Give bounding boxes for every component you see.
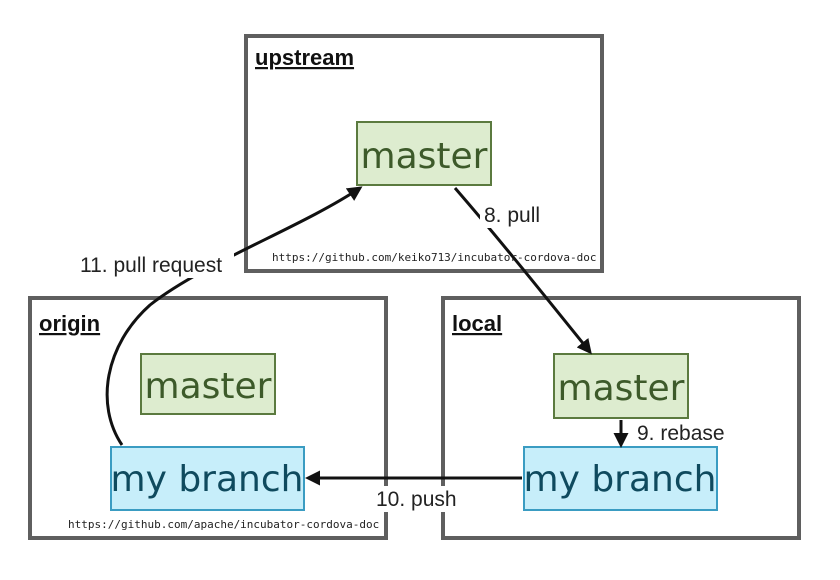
local-branch-label: my branch — [524, 459, 717, 500]
pull-label: 8. pull — [484, 204, 540, 227]
upstream-frame — [244, 34, 604, 273]
upstream-master-box — [356, 121, 492, 186]
local-frame — [441, 296, 801, 540]
origin-master-box — [140, 353, 276, 415]
local-master-label: master — [558, 368, 685, 409]
local-repo: local master my branch — [441, 296, 801, 540]
arrows — [105, 186, 629, 486]
pull-request-label-bg — [76, 252, 234, 278]
origin-repo: origin master my branch https://github.c… — [28, 296, 388, 540]
push-label-bg — [372, 486, 462, 512]
pull-request-label: 11. pull request — [80, 254, 222, 277]
origin-branch-label: my branch — [111, 459, 304, 500]
pull-arrow — [453, 187, 592, 355]
local-branch-box — [523, 446, 718, 511]
origin-master-label: master — [145, 366, 272, 407]
local-master-box — [553, 353, 689, 419]
upstream-repo: upstream master https://github.com/keiko… — [244, 34, 604, 273]
origin-frame — [28, 296, 388, 540]
step-labels: 8. pull 9. rebase 10. push 11. pull requ… — [76, 202, 729, 512]
rebase-label-bg — [633, 420, 729, 446]
upstream-master-label: master — [361, 136, 488, 177]
upstream-url: https://github.com/keiko713/incubator-co… — [272, 251, 597, 264]
origin-branch-box — [110, 446, 305, 511]
pull-label-bg — [480, 202, 546, 228]
origin-title: origin — [39, 311, 100, 336]
upstream-title: upstream — [255, 45, 354, 70]
origin-url: https://github.com/apache/incubator-cord… — [68, 518, 379, 531]
local-title: local — [452, 311, 502, 336]
pull-request-arrow — [105, 186, 363, 446]
rebase-label: 9. rebase — [637, 422, 725, 445]
push-label: 10. push — [376, 488, 457, 511]
